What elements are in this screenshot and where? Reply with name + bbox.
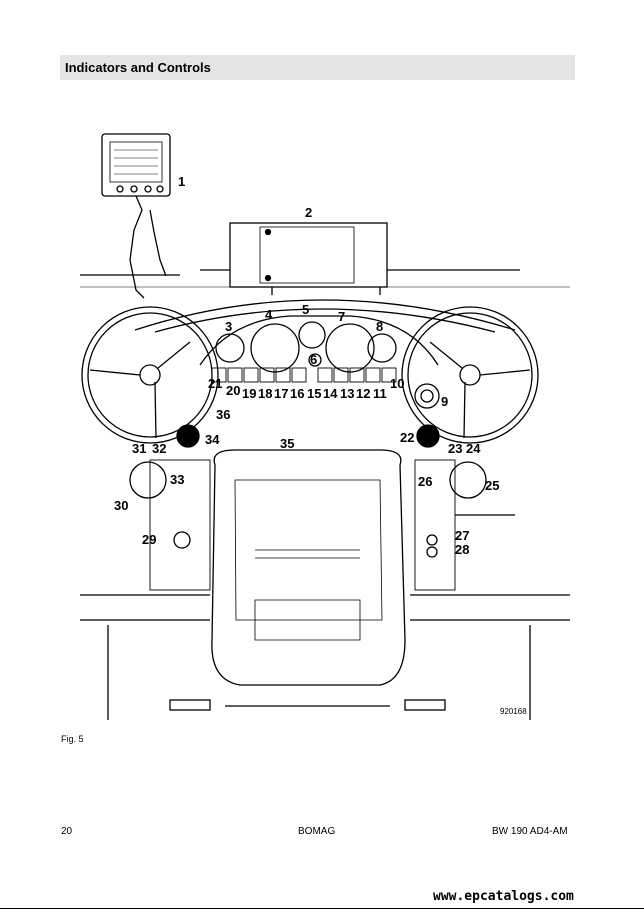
watermark: www.epcatalogs.com bbox=[433, 889, 574, 904]
callout-5: 5 bbox=[302, 302, 309, 317]
callout-1: 1 bbox=[178, 174, 185, 189]
display-terminal bbox=[80, 133, 180, 299]
callout-10: 10 bbox=[390, 376, 404, 391]
callout-31: 31 bbox=[132, 441, 146, 456]
section-header: Indicators and Controls bbox=[60, 55, 575, 80]
callout-18: 18 bbox=[258, 386, 272, 401]
callout-34: 34 bbox=[205, 432, 220, 447]
callout-13: 13 bbox=[340, 386, 354, 401]
callout-11: 11 bbox=[373, 386, 387, 401]
callout-21: 21 bbox=[208, 376, 222, 391]
callout-14: 14 bbox=[323, 386, 338, 401]
callout-36: 36 bbox=[216, 407, 230, 422]
callout-24: 24 bbox=[466, 441, 481, 456]
footer-model: BW 190 AD4-AM bbox=[492, 826, 568, 837]
callout-32: 32 bbox=[152, 441, 166, 456]
right-console bbox=[414, 459, 515, 591]
callout-22: 22 bbox=[400, 430, 414, 445]
callout-26: 26 bbox=[418, 474, 432, 489]
callout-19: 19 bbox=[242, 386, 256, 401]
dashboard-line-drawing: 920168 bbox=[80, 133, 570, 720]
callout-8: 8 bbox=[376, 319, 383, 334]
callout-2: 2 bbox=[305, 205, 312, 220]
callout-29: 29 bbox=[142, 532, 156, 547]
callout-9: 9 bbox=[441, 394, 448, 409]
callout-33: 33 bbox=[170, 472, 184, 487]
operator-seat bbox=[211, 449, 406, 707]
callout-30: 30 bbox=[114, 498, 128, 513]
section-title: Indicators and Controls bbox=[65, 60, 211, 75]
callout-4: 4 bbox=[265, 307, 273, 322]
callout-3: 3 bbox=[225, 319, 232, 334]
page-divider bbox=[0, 908, 644, 909]
callout-25: 25 bbox=[485, 478, 499, 493]
callout-6: 6 bbox=[310, 352, 317, 367]
callout-7: 7 bbox=[338, 309, 345, 324]
callout-15: 15 bbox=[307, 386, 321, 401]
callout-12: 12 bbox=[356, 386, 370, 401]
figure-caption: Fig. 5 bbox=[61, 734, 84, 744]
left-console bbox=[129, 459, 211, 591]
figure-id-label: 920168 bbox=[500, 707, 527, 716]
callout-28: 28 bbox=[455, 542, 469, 557]
page-number: 20 bbox=[61, 826, 73, 837]
callout-23: 23 bbox=[448, 441, 462, 456]
callout-17: 17 bbox=[274, 386, 288, 401]
callout-35: 35 bbox=[280, 436, 294, 451]
callout-27: 27 bbox=[455, 528, 469, 543]
footer-brand: BOMAG bbox=[298, 826, 336, 837]
callout-16: 16 bbox=[290, 386, 304, 401]
steering-wheel-right bbox=[401, 306, 539, 444]
callout-20: 20 bbox=[226, 383, 240, 398]
